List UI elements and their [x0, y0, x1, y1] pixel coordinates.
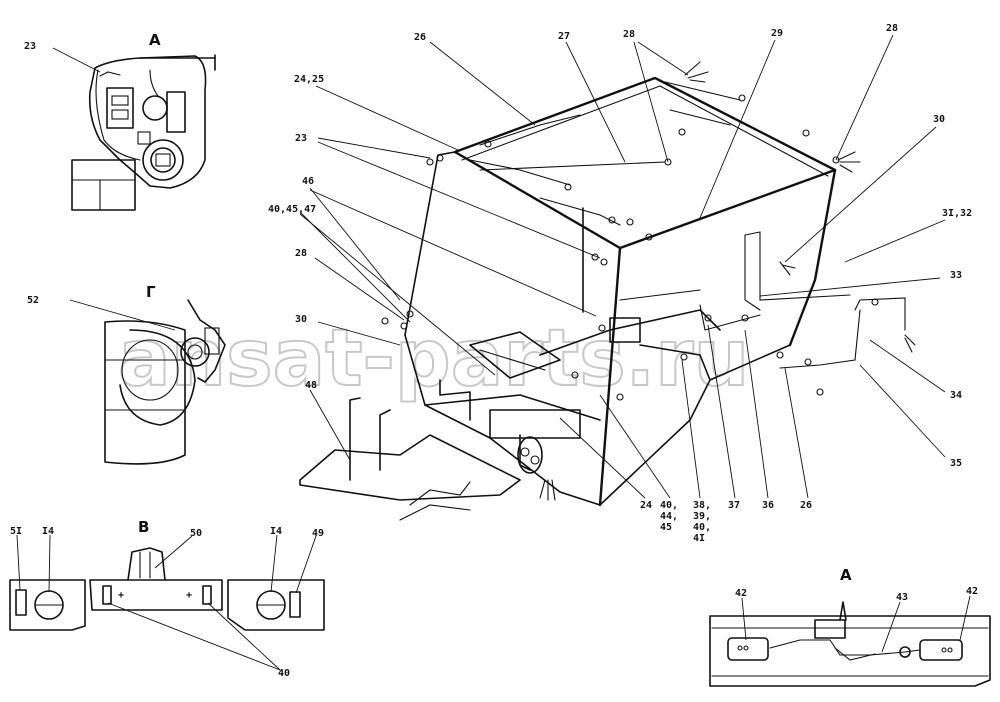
view-label-a-bottom: A: [840, 566, 852, 584]
callout-26: 26: [414, 32, 426, 43]
view-g-detail: [69, 299, 226, 465]
callout-30-left: 30: [295, 314, 307, 325]
callout-36: 36: [762, 500, 774, 511]
callout-42-left: 42: [735, 588, 747, 599]
callout-38-39-40-41-line-4: 4I: [693, 533, 705, 544]
callout-24-25: 24,25: [294, 74, 324, 85]
callout-30-right: 30: [933, 114, 945, 125]
callout-38-39-40-41-line-2: 39,: [693, 511, 711, 522]
callout-37: 37: [728, 500, 740, 511]
callout-38-39-40-41-line-1: 38,: [693, 500, 711, 511]
callout-52: 52: [27, 295, 39, 306]
view-label-a-top: A: [149, 31, 161, 49]
callout-35: 35: [950, 458, 962, 469]
callout-49: 49: [312, 528, 324, 539]
callout-38-39-40-41-line-3: 40,: [693, 522, 711, 533]
watermark-text: ansat-parts.ru: [118, 314, 749, 404]
svg-text:+: +: [186, 590, 192, 601]
callout-40-bottom: 40: [278, 668, 290, 679]
callout-43: 43: [896, 592, 908, 603]
callout-40-44-45: 40, 44, 45: [660, 500, 684, 533]
callout-50: 50: [190, 528, 202, 539]
callout-26-bottom: 26: [800, 500, 812, 511]
callout-42-right: 42: [966, 586, 978, 597]
callout-14-right: I4: [270, 526, 282, 537]
callout-31-32: 3I,32: [942, 208, 972, 219]
callout-28-left: 28: [295, 248, 307, 259]
callout-29: 29: [771, 28, 783, 39]
callout-40-44-45-line-1: 40,: [660, 500, 678, 511]
callout-48: 48: [305, 380, 317, 391]
callout-28-right: 28: [886, 23, 898, 34]
view-label-v: В: [138, 518, 149, 536]
callout-51: 5I: [10, 526, 22, 537]
callout-40-44-45-line-2: 44,: [660, 511, 678, 522]
callout-23-left: 23: [295, 133, 307, 144]
callout-38-39-40-41: 38, 39, 40, 4I: [693, 500, 717, 544]
callout-40-45-47: 40,45,47: [268, 204, 316, 215]
callout-23-top: 23: [24, 41, 36, 52]
view-v-detail: + +: [9, 534, 325, 671]
callout-40-44-45-line-3: 45: [660, 522, 672, 533]
main-cab-assembly: [299, 34, 946, 521]
callout-46: 46: [302, 176, 314, 187]
svg-text:+: +: [118, 590, 124, 601]
callout-14-left: I4: [42, 526, 54, 537]
callout-34: 34: [950, 390, 962, 401]
callout-28-top: 28: [623, 29, 635, 40]
view-label-g: Г: [146, 283, 156, 301]
callout-33: 33: [950, 270, 962, 281]
view-a-detail: [52, 47, 216, 211]
callout-27: 27: [558, 31, 570, 42]
view-a-bottom-detail: [709, 595, 991, 687]
callout-24-bottom: 24: [640, 500, 652, 511]
